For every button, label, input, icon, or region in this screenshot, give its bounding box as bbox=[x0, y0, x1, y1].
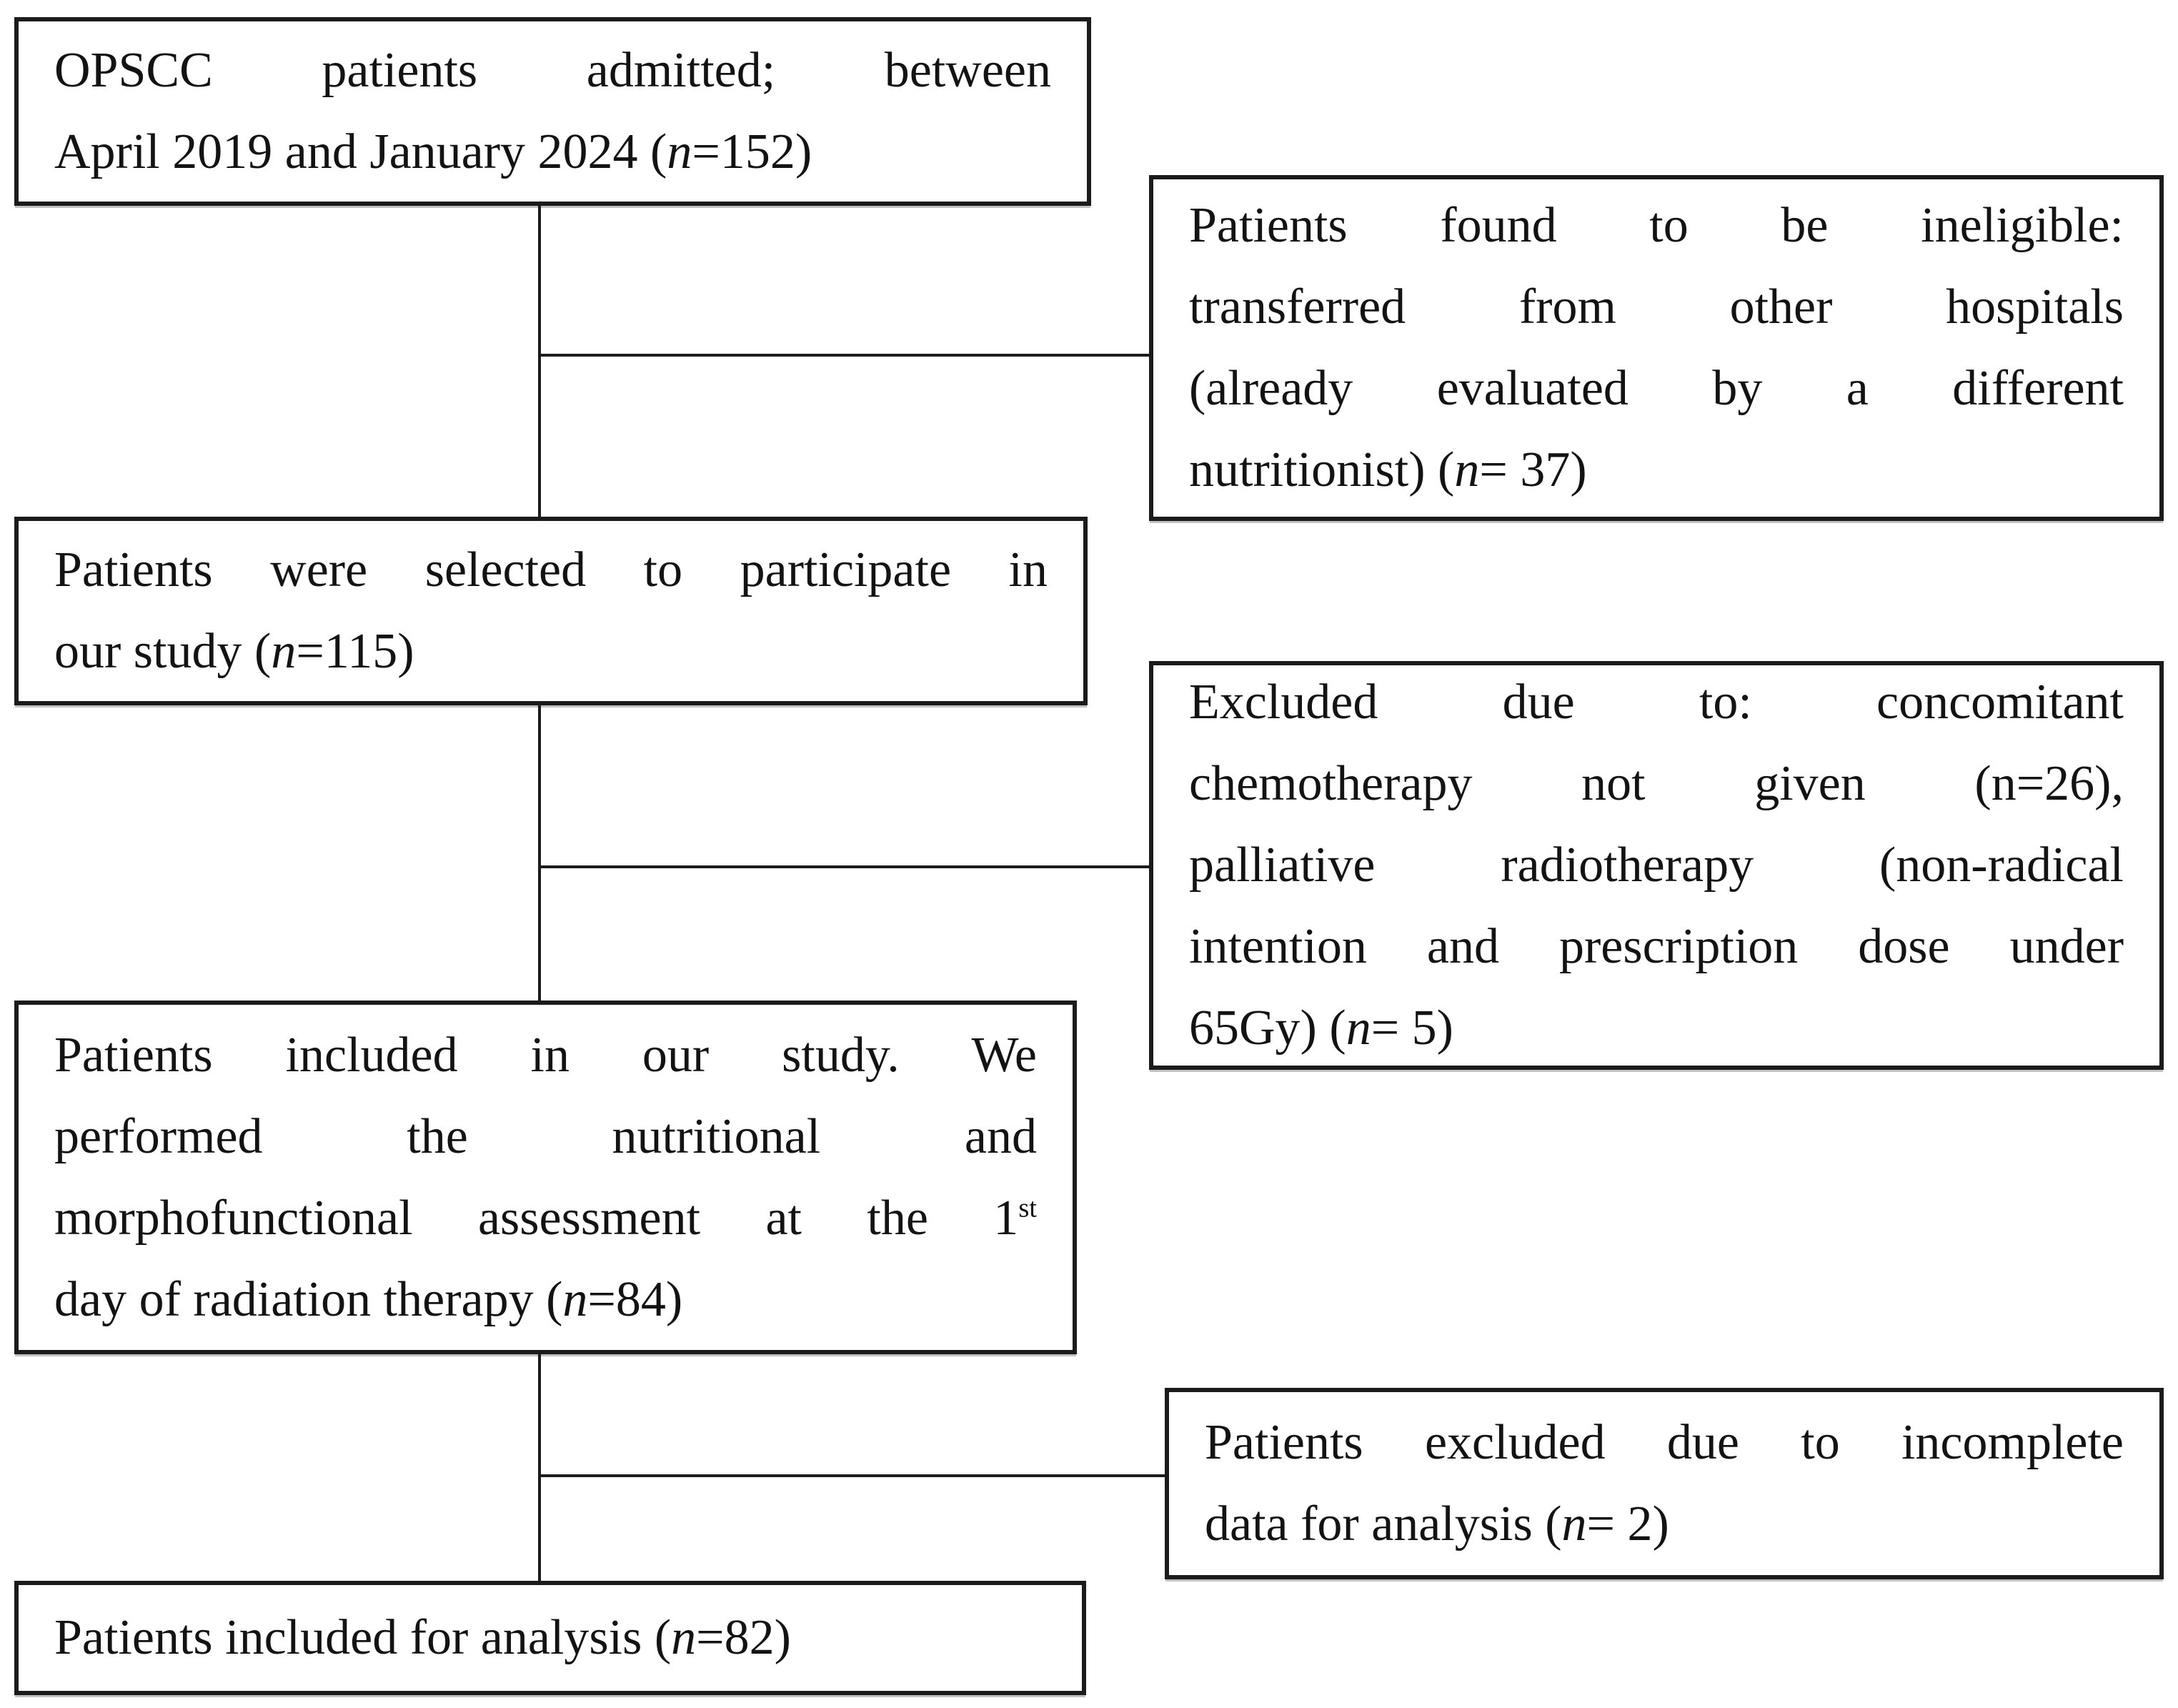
box-text-line: (already evaluated by a different bbox=[1189, 361, 2124, 416]
box-patients-selected: Patients were selected to participate in… bbox=[14, 517, 1088, 705]
box-text-line: data for analysis (n= 2) bbox=[1205, 1496, 1669, 1551]
branch-to-excluded-incomplete bbox=[539, 1474, 1165, 1477]
box-patients-ineligible: Patients found to be ineligible: transfer… bbox=[1149, 175, 2164, 521]
box-text-line: day of radiation therapy (n=84) bbox=[54, 1271, 683, 1327]
box-text-line: morphofunctional assessment at the 1st bbox=[54, 1190, 1037, 1246]
box-text-line: intention and prescription dose under bbox=[1189, 919, 2124, 974]
box-patients-included-assessment: Patients included in our study. We perfor… bbox=[14, 1001, 1077, 1354]
connector-admitted-to-selected bbox=[538, 206, 541, 518]
box-text-line: 65Gy) (n= 5) bbox=[1189, 1001, 1453, 1056]
box-text-line: Patients included for analysis (n=82) bbox=[54, 1610, 791, 1665]
box-text-line: April 2019 and January 2024 (n=152) bbox=[54, 124, 812, 179]
branch-to-excluded-chemo bbox=[539, 865, 1149, 868]
box-text-line: OPSCC patients admitted; between bbox=[54, 43, 1051, 98]
box-excluded-incomplete-data: Patients excluded due to incomplete data … bbox=[1165, 1388, 2164, 1579]
box-excluded-chemo-palliative: Excluded due to: concomitant chemotherapy… bbox=[1149, 661, 2164, 1070]
box-text-line: Patients included in our study. We bbox=[54, 1027, 1037, 1083]
box-patients-included-analysis: Patients included for analysis (n=82) bbox=[14, 1581, 1086, 1695]
box-text-line: nutritionist) (n= 37) bbox=[1189, 442, 1587, 497]
box-text-line: Excluded due to: concomitant bbox=[1189, 675, 2124, 730]
box-text-line: Patients found to be ineligible: bbox=[1189, 198, 2124, 253]
box-text-line: chemotherapy not given (n=26), bbox=[1189, 756, 2124, 811]
connector-included-to-analysis bbox=[538, 1353, 541, 1582]
box-text-line: transferred from other hospitals bbox=[1189, 279, 2124, 334]
box-text-line: Patients were selected to participate in bbox=[54, 542, 1048, 597]
box-text-line: palliative radiotherapy (non-radical bbox=[1189, 838, 2124, 893]
box-text-line: Patients excluded due to incomplete bbox=[1205, 1415, 2124, 1470]
box-text-line: our study (n=115) bbox=[54, 624, 414, 679]
box-text-line: performed the nutritional and bbox=[54, 1108, 1037, 1164]
connector-selected-to-included bbox=[538, 704, 541, 1002]
branch-to-ineligible bbox=[539, 354, 1149, 357]
